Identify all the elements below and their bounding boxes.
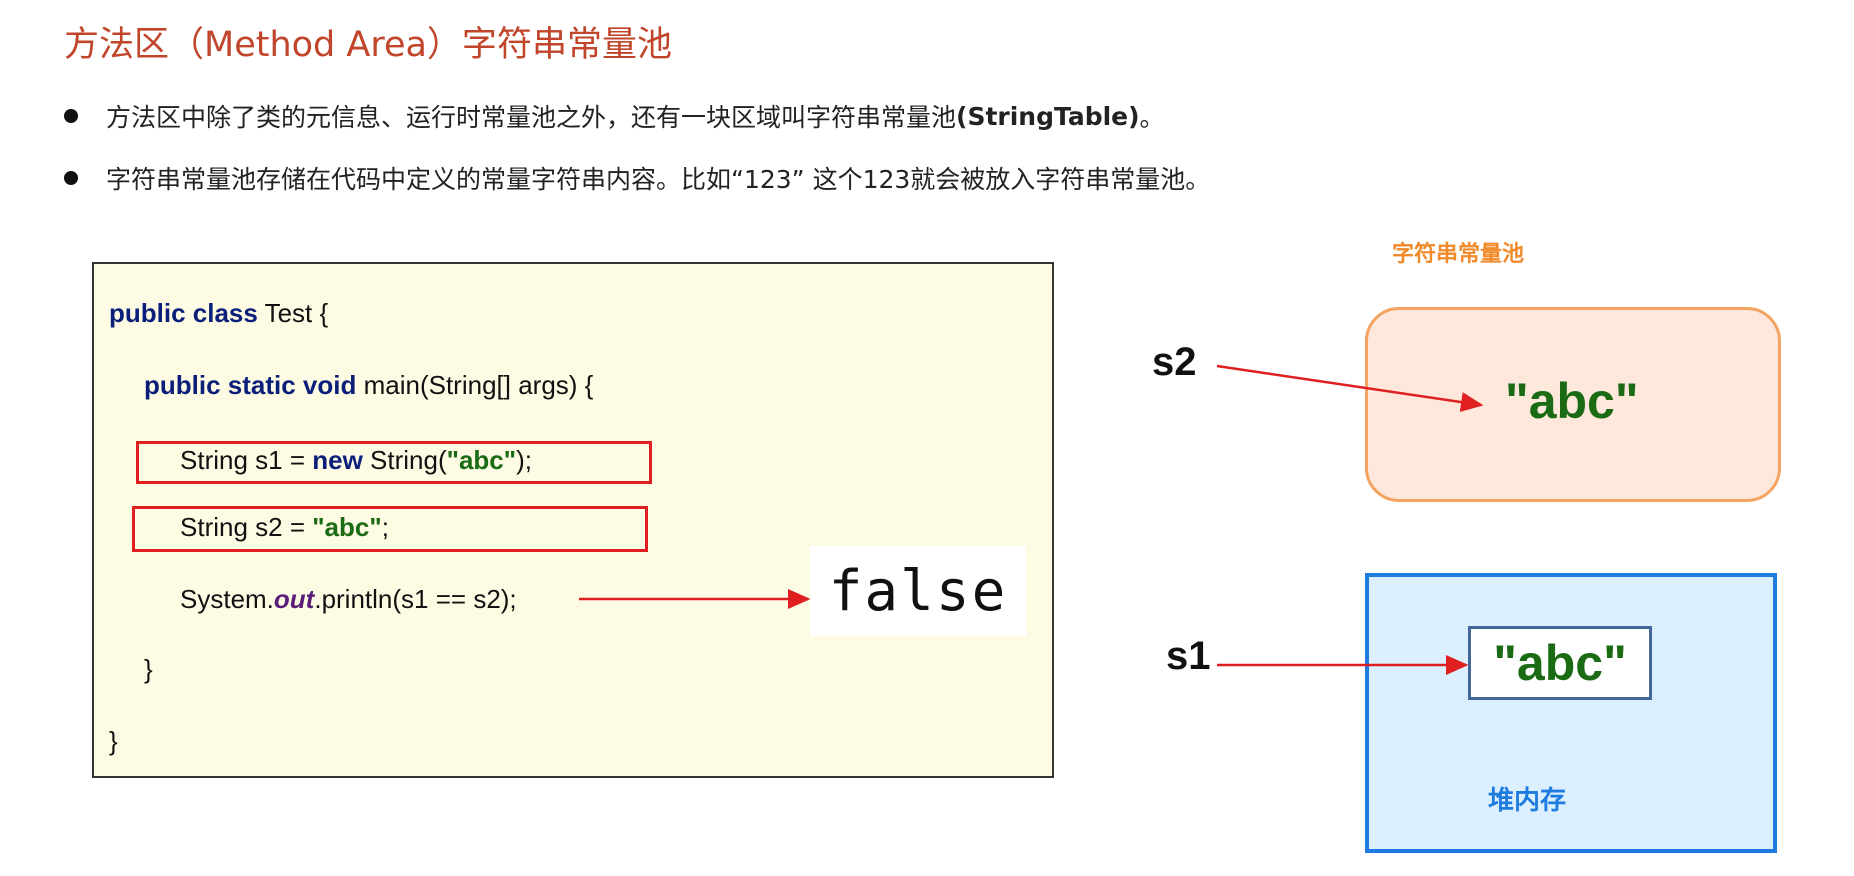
code-text: main(String[] args) {	[356, 370, 594, 400]
code-text: .println(s1 == s2);	[314, 584, 517, 614]
bullet-2-text: 字符串常量池存储在代码中定义的常量字符串内容。比如“123” 这个123就会被放…	[106, 165, 1211, 194]
code-text: Test {	[257, 298, 329, 328]
field-out: out	[273, 584, 315, 614]
bullet-1: 方法区中除了类的元信息、运行时常量池之外，还有一块区域叫字符串常量池(Strin…	[64, 98, 1165, 134]
string-literal: "abc"	[312, 512, 382, 542]
code-text: String s1 =	[180, 445, 313, 475]
code-line-1: public class Test {	[109, 298, 328, 329]
code-line-7: }	[109, 726, 118, 756]
bullet-1-text: 方法区中除了类的元信息、运行时常量池之外，还有一块区域叫字符串常量池	[106, 103, 957, 132]
result-output: false	[810, 546, 1026, 636]
code-text: ;	[381, 512, 389, 542]
code-line-5: System.out.println(s1 == s2);	[180, 584, 517, 615]
var-s2: s2	[1152, 340, 1197, 384]
bullet-dot-icon	[64, 171, 78, 185]
code-text: System.	[180, 584, 274, 614]
code-text: String s2 =	[180, 512, 313, 542]
highlight-box-s2	[132, 506, 648, 552]
heap-object-box: "abc"	[1468, 626, 1652, 700]
code-block: public class Test { public static void m…	[92, 262, 1054, 778]
bullet-2: 字符串常量池存储在代码中定义的常量字符串内容。比如“123” 这个123就会被放…	[64, 160, 1210, 196]
keyword: public static void	[144, 370, 357, 400]
keyword: public class	[109, 298, 258, 328]
var-s1: s1	[1166, 634, 1211, 678]
code-text: String(	[362, 445, 447, 475]
keyword: new	[312, 445, 363, 475]
code-line-3: String s1 = new String("abc");	[180, 445, 532, 476]
bullet-dot-icon	[64, 109, 78, 123]
pool-abc: "abc"	[1505, 373, 1639, 429]
heap-abc: "abc"	[1493, 635, 1627, 691]
highlight-box-s1	[136, 441, 652, 484]
bullet-1-bold: (StringTable)	[956, 101, 1140, 131]
heap-label: 堆内存	[1488, 786, 1567, 816]
slide-title: 方法区（Method Area）字符串常量池	[64, 25, 672, 65]
code-line-4: String s2 = "abc";	[180, 512, 389, 543]
bullet-1-tail: 。	[1139, 103, 1165, 132]
heap-box	[1365, 573, 1777, 853]
arrow-s2-to-pool	[1216, 364, 1484, 412]
code-line-6: }	[144, 654, 153, 684]
code-line-2: public static void main(String[] args) {	[144, 370, 593, 401]
string-literal: "abc"	[446, 445, 517, 475]
code-text: );	[516, 445, 532, 475]
string-pool-box	[1365, 307, 1781, 502]
string-pool-label: 字符串常量池	[1392, 242, 1525, 267]
